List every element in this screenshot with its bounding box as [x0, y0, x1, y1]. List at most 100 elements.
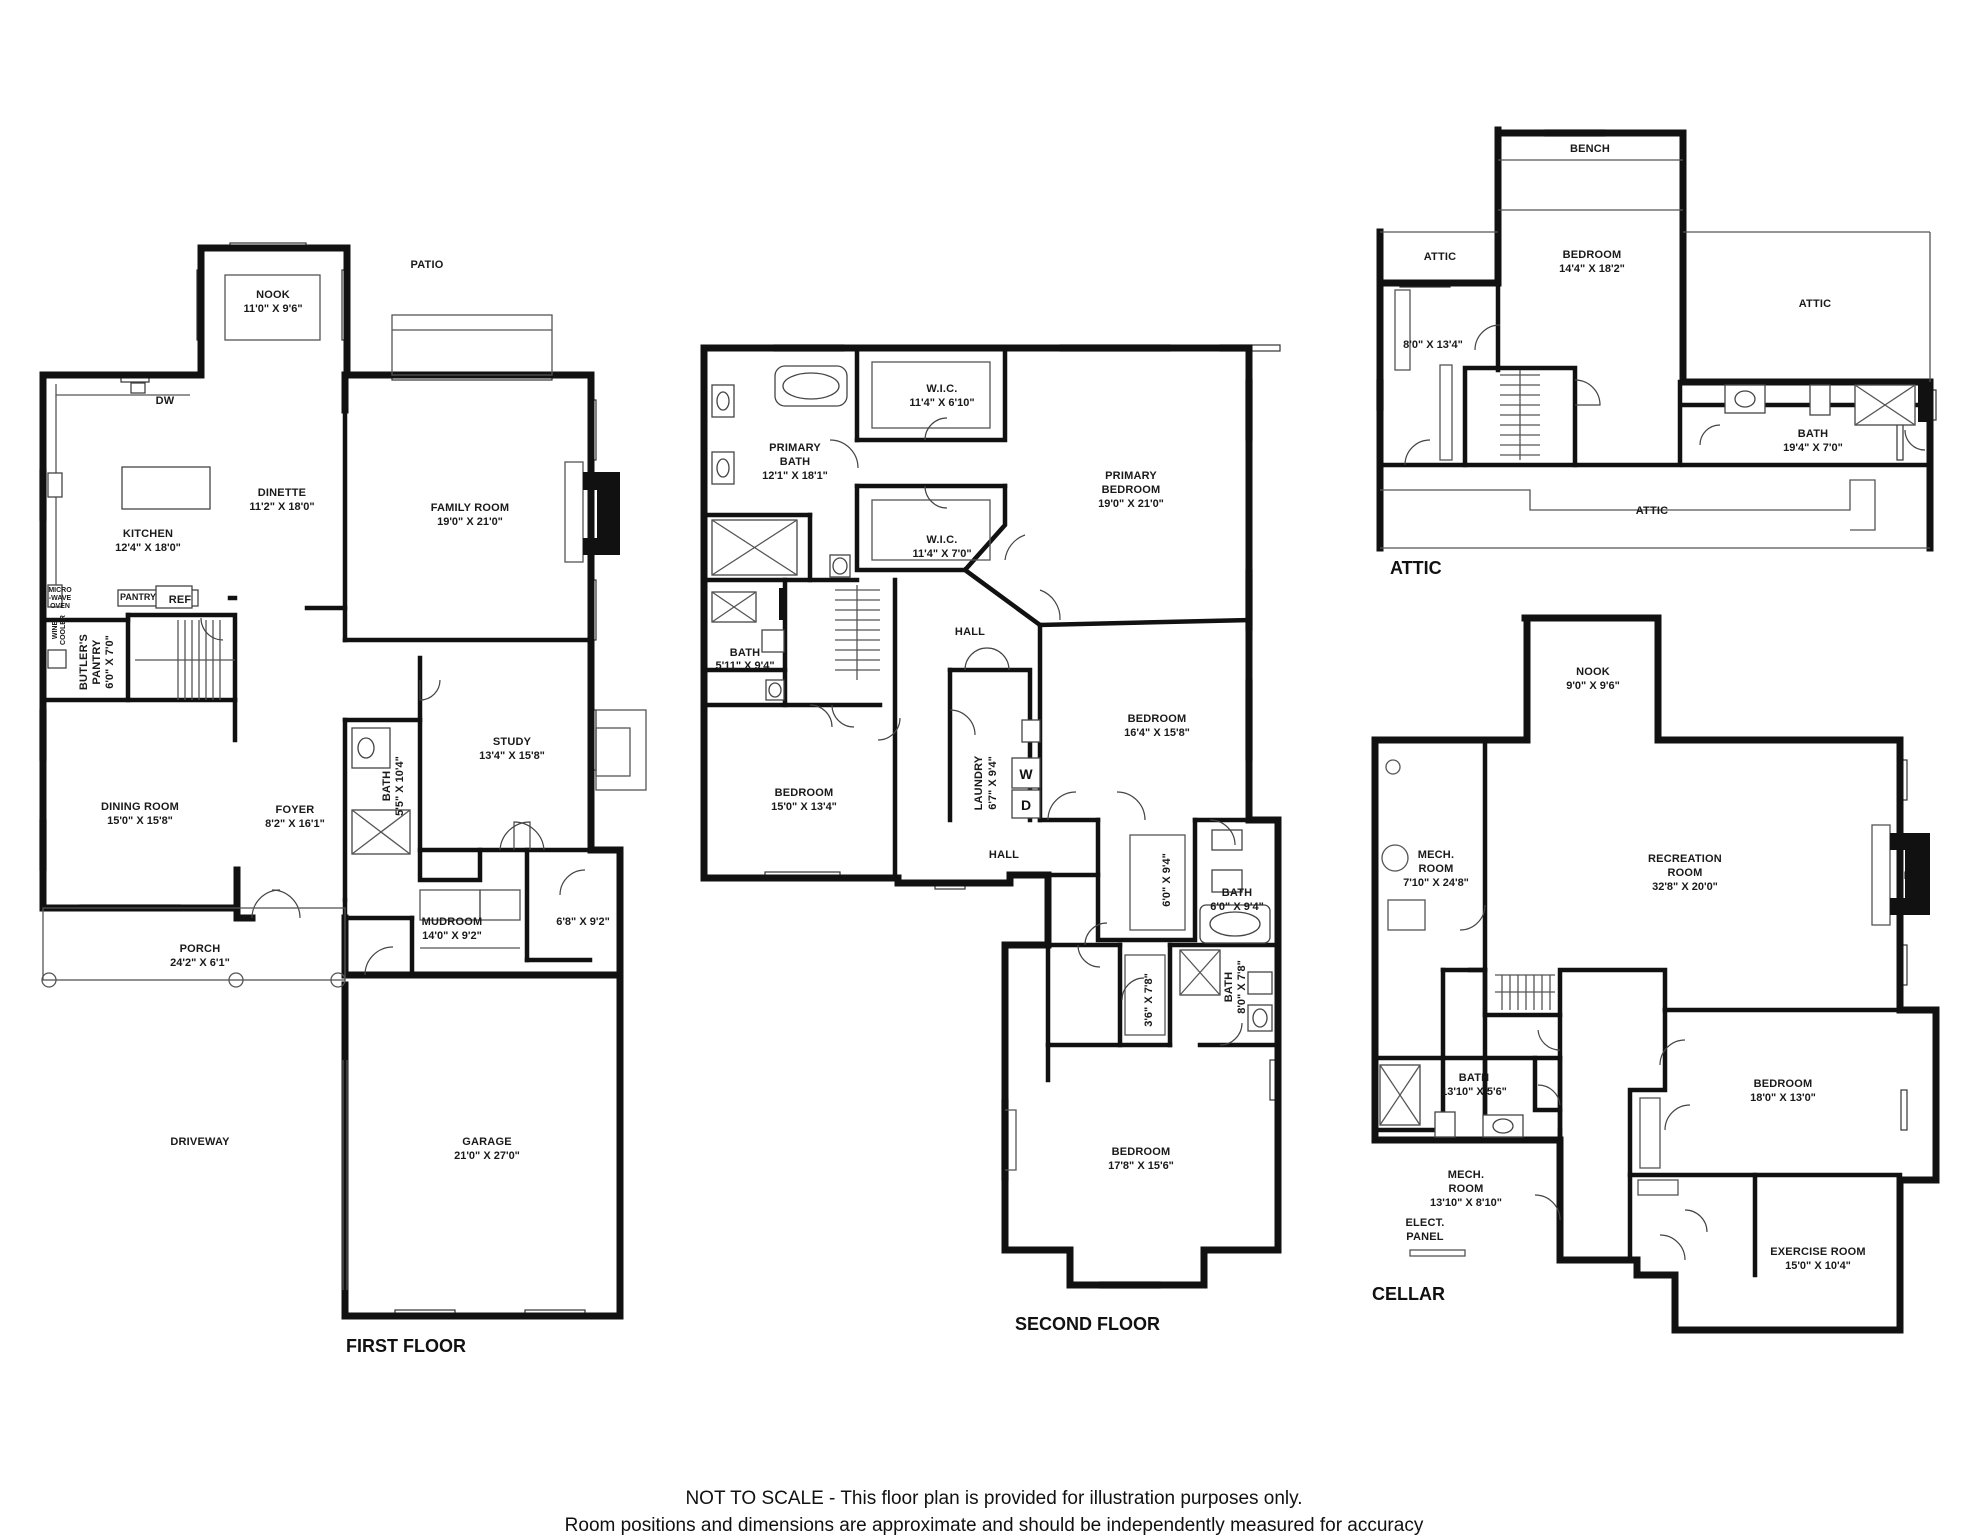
- foyer-dim: 8'2" X 16'1": [265, 818, 325, 830]
- closet1-dim: 6'0" X 9'4": [1161, 853, 1173, 907]
- porch-label: PORCH: [180, 943, 221, 955]
- cellar-exterior-wall: [1371, 614, 1940, 1334]
- recreation-dim: 32'8" X 20'0": [1652, 881, 1718, 893]
- mech2-label-2: ROOM: [1448, 1183, 1483, 1195]
- bench-label: BENCH: [1570, 143, 1610, 155]
- bath1-dim: 5'11" X 9'4": [715, 660, 774, 672]
- wic2-label: W.I.C.: [926, 534, 957, 546]
- nook-dim: 11'0" X 9'6": [243, 303, 302, 315]
- disclaimer: NOT TO SCALE - This floor plan is provid…: [0, 1485, 1988, 1539]
- recreation-label-2: ROOM: [1667, 867, 1702, 879]
- first-floor-exterior-wall: [197, 244, 595, 649]
- mech1-dim: 7'10" X 24'8": [1403, 877, 1469, 889]
- elect-panel-label: ELECT.: [1405, 1217, 1444, 1229]
- mech2-dim: 13'10" X 8'10": [1430, 1197, 1502, 1209]
- attic-title: ATTIC: [1390, 558, 1442, 578]
- patio-label: PATIO: [411, 259, 444, 271]
- butlers-pantry-label-2: PANTRY: [91, 639, 103, 685]
- disclaimer-line-2: Room positions and dimensions are approx…: [564, 1515, 1424, 1536]
- exercise-room-label: EXERCISE ROOM: [1770, 1246, 1866, 1258]
- attic-bedroom-dim: 14'4" X 18'2": [1559, 263, 1625, 275]
- bath1-label: BATH: [730, 647, 761, 659]
- primary-bedroom-label: PRIMARY: [1105, 470, 1157, 482]
- bath2-dim: 6'0" X 9'4": [1210, 901, 1264, 913]
- hall2-label: HALL: [989, 849, 1019, 861]
- second-floor-plan: W D: [700, 344, 1282, 1334]
- cellar-bath-dim: 13'10" X 5'6": [1441, 1086, 1507, 1098]
- ref-label: REF: [169, 594, 192, 606]
- laundry-label: LAUNDRY: [973, 755, 985, 810]
- family-room-label: FAMILY ROOM: [431, 502, 510, 514]
- attic1-label: ATTIC: [1424, 251, 1457, 263]
- kitchen-dim: 12'4" X 18'0": [115, 542, 181, 554]
- mech1-label-2: ROOM: [1418, 863, 1453, 875]
- primary-bedroom-label-2: BEDROOM: [1102, 484, 1161, 496]
- primary-bath-label-2: BATH: [780, 456, 811, 468]
- study-dim: 13'4" X 15'8": [479, 750, 545, 762]
- microwave-label-3: OVEN: [50, 603, 70, 610]
- dining-room-dim: 15'0" X 15'8": [107, 815, 173, 827]
- microwave-label-2: -WAVE: [49, 595, 72, 602]
- primary-bedroom-dim: 19'0" X 21'0": [1098, 498, 1164, 510]
- foyer-label: FOYER: [276, 804, 315, 816]
- second-floor-title: SECOND FLOOR: [1015, 1314, 1160, 1334]
- attic-bath-label: BATH: [1798, 428, 1829, 440]
- dw-label: DW: [156, 395, 175, 407]
- cellar-bath-label: BATH: [1459, 1072, 1490, 1084]
- attic2-label: ATTIC: [1799, 298, 1832, 310]
- dining-room-label: DINING ROOM: [101, 801, 179, 813]
- bath3-dim: 8'0" X 7'8": [1236, 960, 1248, 1014]
- cellar-nook-dim: 9'0" X 9'6": [1566, 680, 1620, 692]
- nook-label: NOOK: [256, 289, 290, 301]
- bedroom1-label: BEDROOM: [1128, 713, 1187, 725]
- disclaimer-line-1: NOT TO SCALE - This floor plan is provid…: [685, 1488, 1303, 1509]
- butlers-pantry-dim: 6'0" X 7'0": [104, 635, 116, 689]
- kitchen-label: KITCHEN: [123, 528, 173, 540]
- bedroom1-dim: 16'4" X 15'8": [1124, 727, 1190, 739]
- exercise-room-dim: 15'0" X 10'4": [1785, 1260, 1851, 1272]
- attic-bath-dim: 19'4" X 7'0": [1783, 442, 1843, 454]
- bedroom3-dim: 17'8" X 15'6": [1108, 1160, 1174, 1172]
- closet2-dim: 3'6" X 7'8": [1143, 973, 1155, 1027]
- bedroom2-dim: 15'0" X 13'4": [771, 801, 837, 813]
- laundry-dim: 6'7" X 9'4": [987, 756, 999, 810]
- cellar-title: CELLAR: [1372, 1284, 1445, 1304]
- mudroom-dim: 14'0" X 9'2": [422, 930, 482, 942]
- bedroom3-label: BEDROOM: [1112, 1146, 1171, 1158]
- wine-cooler-label-1: WINE: [52, 621, 59, 640]
- bath2-label: BATH: [1222, 887, 1253, 899]
- hall1-label: HALL: [955, 626, 985, 638]
- wine-cooler-label-2: COOLER: [60, 615, 67, 645]
- bedroom2-label: BEDROOM: [775, 787, 834, 799]
- recreation-label: RECREATION: [1648, 853, 1722, 865]
- wic1-label: W.I.C.: [926, 383, 957, 395]
- pantry-label: PANTRY: [120, 592, 156, 602]
- attic3-label: ATTIC: [1636, 505, 1669, 517]
- garage-label: GARAGE: [462, 1136, 511, 1148]
- mudroom-label: MUDROOM: [422, 916, 483, 928]
- fp-label: FP: [1904, 870, 1918, 882]
- mech1-label: MECH.: [1418, 849, 1454, 861]
- closet-dim: 6'8" X 9'2": [556, 916, 610, 928]
- bath3-label: BATH: [1223, 972, 1235, 1003]
- first-floor-plan: NOOK 11'0" X 9'6" PATIO DW DINETTE 11'2"…: [39, 242, 647, 1356]
- cellar-bedroom-dim: 18'0" X 13'0": [1750, 1092, 1816, 1104]
- wic1-dim: 11'4" X 6'10": [909, 397, 974, 409]
- attic-closet-dim: 8'0" X 13'4": [1403, 339, 1463, 351]
- microwave-label-1: MICRO: [48, 587, 72, 594]
- driveway-label: DRIVEWAY: [170, 1136, 230, 1148]
- wic2-dim: 11'4" X 7'0": [912, 548, 971, 560]
- porch-dim: 24'2" X 6'1": [170, 957, 230, 969]
- elect-panel-label-2: PANEL: [1406, 1231, 1444, 1243]
- bath-label: BATH: [381, 771, 393, 802]
- cellar-bedroom-label: BEDROOM: [1754, 1078, 1813, 1090]
- primary-bath-dim: 12'1" X 18'1": [762, 470, 828, 482]
- bath-dim: 5'5" X 10'4": [394, 756, 406, 816]
- study-label: STUDY: [493, 736, 532, 748]
- primary-bath-label: PRIMARY: [769, 442, 821, 454]
- cellar-nook-label: NOOK: [1576, 666, 1610, 678]
- garage-dim: 21'0" X 27'0": [454, 1150, 520, 1162]
- second-floor-exterior-wall: [700, 344, 1282, 1289]
- cellar-plan: NOOK 9'0" X 9'6" MECH. ROOM 7'10" X 24'8…: [1371, 614, 1940, 1334]
